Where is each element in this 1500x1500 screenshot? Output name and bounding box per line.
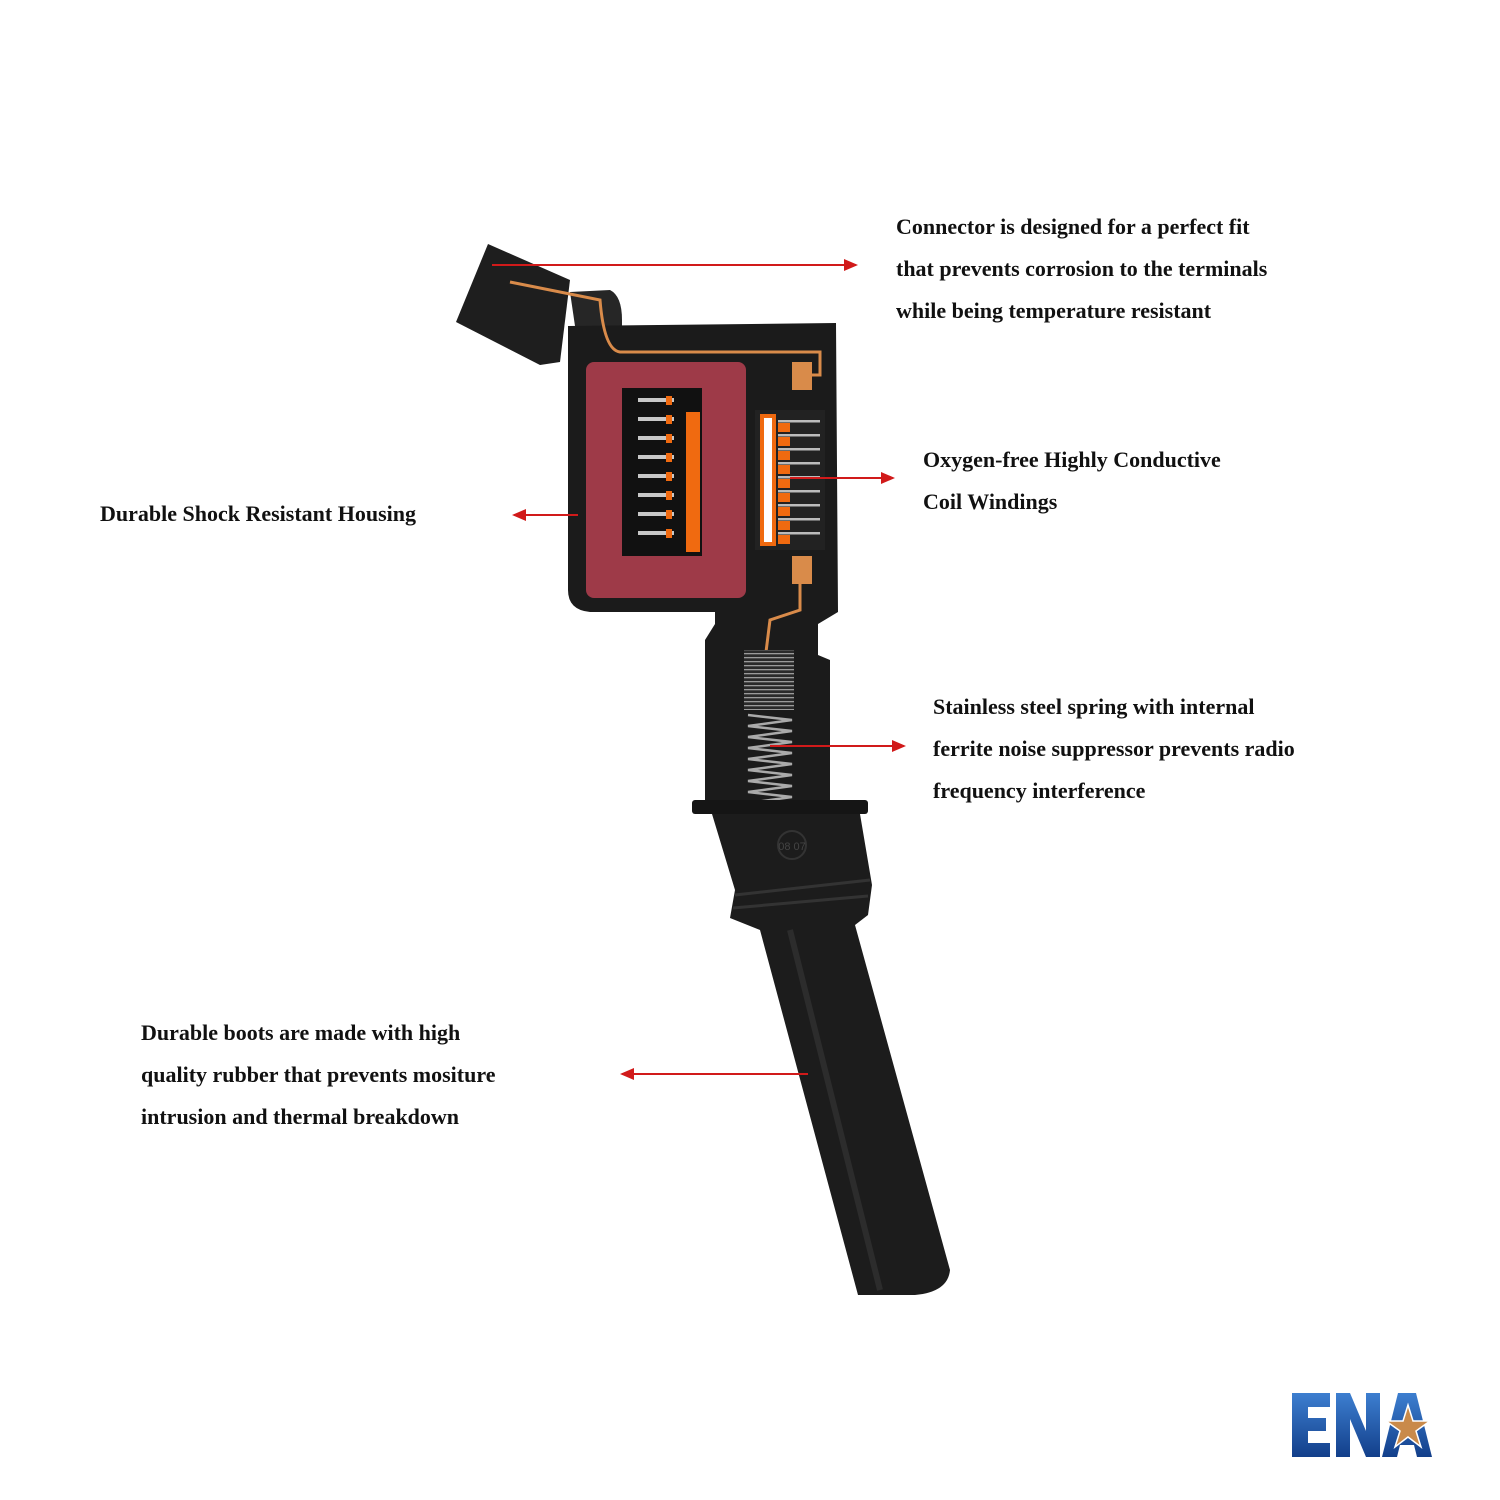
ena-logo <box>1292 1393 1433 1457</box>
secondary-winding-copper <box>778 465 790 474</box>
callout-line: frequency interference <box>933 778 1146 803</box>
secondary-winding-turn <box>778 448 820 451</box>
secondary-winding-copper <box>778 451 790 460</box>
secondary-winding-turn <box>778 462 820 465</box>
housing-callout: Durable Shock Resistant Housing <box>100 493 416 535</box>
secondary-winding-copper <box>778 493 790 502</box>
callout-line: Coil Windings <box>923 489 1058 514</box>
primary-winding-turn <box>638 474 674 478</box>
primary-winding-copper <box>666 529 672 538</box>
secondary-winding-turn <box>778 420 820 423</box>
primary-winding-turn <box>638 417 674 421</box>
boots-callout: Durable boots are made with high quality… <box>141 1012 495 1138</box>
primary-winding-turn <box>638 398 674 402</box>
callout-line: quality rubber that prevents mositure <box>141 1062 496 1087</box>
secondary-winding-turn <box>778 532 820 535</box>
star-icon <box>1383 1402 1433 1450</box>
spring <box>747 713 793 805</box>
secondary-winding-turn <box>778 434 820 437</box>
primary-windings <box>638 396 674 538</box>
callout-line: Durable boots are made with high <box>141 1020 461 1045</box>
callout-line: ferrite noise suppressor prevents radio <box>933 736 1295 761</box>
primary-winding-copper <box>666 415 672 424</box>
secondary-winding-copper <box>778 423 790 432</box>
spring-callout: Stainless steel spring with internal fer… <box>933 686 1295 812</box>
primary-winding-turn <box>638 436 674 440</box>
callout-line: that prevents corrosion to the terminals <box>896 256 1268 281</box>
primary-winding-copper <box>666 472 672 481</box>
housing <box>509 280 868 814</box>
primary-winding-turn <box>638 493 674 497</box>
secondary-winding-copper <box>778 535 790 544</box>
callout-line: Oxygen-free Highly Conductive <box>923 447 1221 472</box>
connector <box>456 244 622 365</box>
callout-line: Durable Shock Resistant Housing <box>100 501 417 526</box>
secondary-winding-copper <box>778 507 790 516</box>
secondary-winding-turn <box>778 504 820 507</box>
boot: 08 07 <box>712 814 950 1295</box>
primary-winding-copper <box>666 434 672 443</box>
primary-winding-turn <box>638 531 674 535</box>
callout-line: intrusion and thermal breakdown <box>141 1104 460 1129</box>
primary-winding-copper <box>666 510 672 519</box>
callout-line: Stainless steel spring with internal <box>933 694 1255 719</box>
primary-winding-copper <box>666 396 672 405</box>
boot-marking: 08 07 <box>778 841 806 853</box>
secondary-winding-turn <box>778 490 820 493</box>
windings-callout: Oxygen-free Highly Conductive Coil Windi… <box>923 439 1221 523</box>
secondary-winding-copper <box>778 521 790 530</box>
ferrite-suppressor <box>744 650 794 710</box>
primary-winding-turn <box>638 512 674 516</box>
secondary-winding-copper <box>778 479 790 488</box>
callout-line: Connector is designed for a perfect fit <box>896 214 1250 239</box>
primary-winding-turn <box>638 455 674 459</box>
connector-callout: Connector is designed for a perfect fit … <box>896 206 1267 332</box>
primary-winding-copper <box>666 491 672 500</box>
secondary-winding-copper <box>778 437 790 446</box>
callout-line: while being temperature resistant <box>896 298 1212 323</box>
secondary-winding-turn <box>778 518 820 521</box>
primary-winding-copper <box>666 453 672 462</box>
